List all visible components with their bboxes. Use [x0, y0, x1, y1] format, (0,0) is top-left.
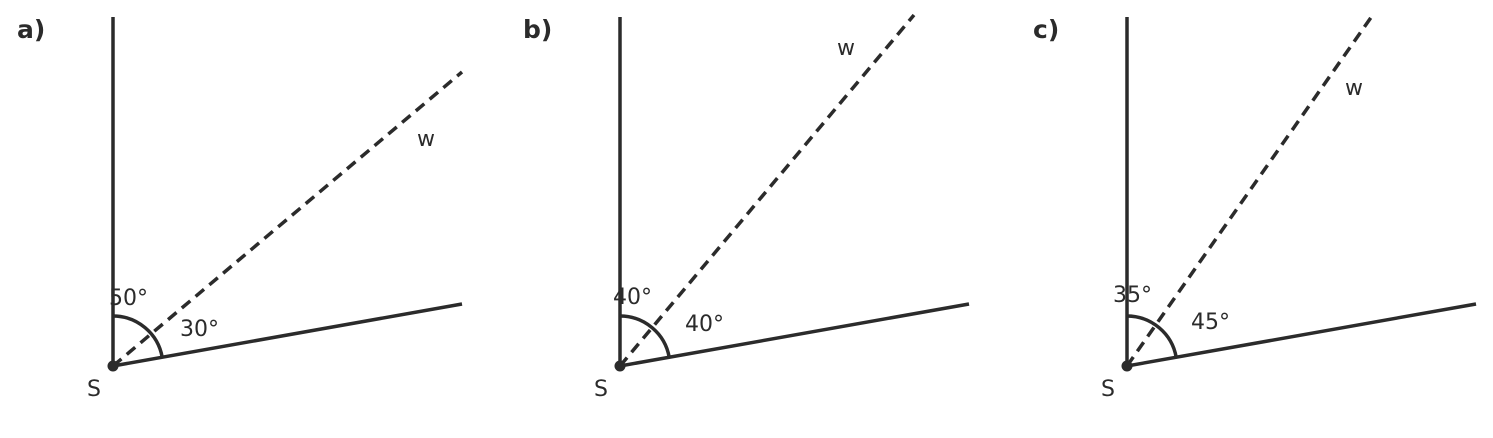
point-s-dot — [1121, 360, 1133, 372]
angle-arc — [112, 314, 164, 358]
point-s-label: S — [87, 377, 101, 402]
point-s-label: S — [594, 377, 608, 402]
panel-label: a) — [17, 15, 45, 44]
upper-angle-label: 35° — [1113, 283, 1152, 308]
lower-angle-label: 30° — [180, 317, 219, 342]
lower-angle-label: 40° — [685, 312, 724, 337]
panel-b: b) 40° 40° S w — [523, 13, 970, 402]
angle-arc — [619, 314, 671, 358]
upper-angle-label: 40° — [613, 285, 652, 310]
base-line — [1126, 302, 1477, 368]
panel-label: c) — [1033, 15, 1059, 44]
dashed-ray-w — [1125, 14, 1374, 368]
base-line — [112, 302, 463, 368]
lower-angle-label: 45° — [1191, 310, 1230, 335]
dashed-ray-w — [618, 13, 916, 368]
point-s-dot — [614, 360, 626, 372]
upper-angle-label: 50° — [109, 286, 148, 311]
ray-w-label: w — [1345, 76, 1363, 101]
dashed-ray-w — [111, 70, 464, 368]
angle-arc — [1126, 314, 1178, 358]
panel-c: c) 35° 45° S w — [1033, 14, 1477, 402]
ray-w-label: w — [837, 36, 855, 61]
point-s-label: S — [1101, 377, 1115, 402]
panel-a: a) 50° 30° S w — [17, 15, 464, 402]
panel-label: b) — [523, 15, 552, 44]
base-line — [619, 302, 970, 368]
point-s-dot — [107, 360, 119, 372]
ray-w-label: w — [417, 127, 435, 152]
